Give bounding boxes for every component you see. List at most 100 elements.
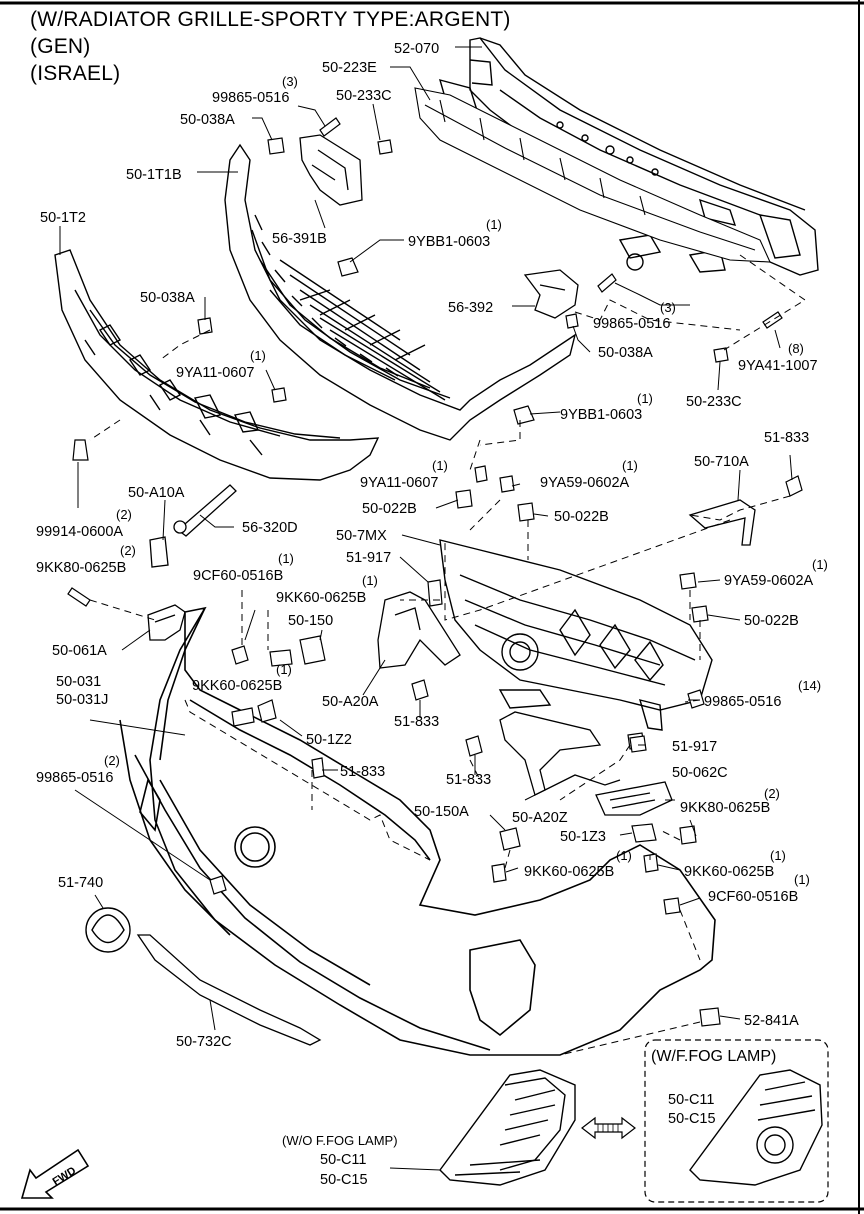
part-label: 50-710A [694,454,749,470]
part-label: 50-038A [598,345,653,361]
part-label: 50-1T1B [126,167,182,183]
qty-label: (1) [276,662,292,677]
part-label: 50-C11 [668,1092,714,1108]
qty-label: (8) [788,341,804,356]
part-label: 9YA11-0607 [360,475,438,491]
qty-label: (1) [250,348,266,363]
part-label: 51-833 [394,714,439,730]
part-label: 50-7MX [336,528,387,544]
part-label: 9CF60-0516B [708,889,798,905]
lower-spoiler [136,934,322,1046]
part-label: 9YBB1-0603 [560,407,642,423]
part-label: 50-022B [554,509,609,525]
double-arrow-icon [581,1116,636,1140]
part-label: 50-031 [56,674,101,690]
part-label: 56-392 [448,300,493,316]
part-label: 51-917 [346,550,391,566]
bumper-reinforcement [438,37,819,276]
part-label: 52-070 [394,41,439,57]
grille-carrier [439,539,713,731]
bracket-50-061a [147,604,186,641]
qty-label: (2) [120,543,136,558]
part-label: 51-833 [764,430,809,446]
part-label: 50-022B [744,613,799,629]
fog-bezel-without-lamp [439,1069,576,1186]
part-label: 99865-0516 [212,90,289,106]
bracket-50-710a [688,499,756,546]
qty-label: (1) [794,872,810,887]
part-label: 50-C15 [668,1111,716,1127]
tow-hook [173,484,237,537]
part-label: 50-150A [414,804,469,820]
part-label: 50-C15 [320,1172,368,1188]
grille-lower [54,249,380,481]
part-label: 50-A20A [322,694,379,710]
part-label: 9YA41-1007 [738,358,818,374]
part-label: 9CF60-0516B [193,568,283,584]
bracket-50-a20z [499,711,621,796]
part-label: 50-061A [52,643,107,659]
part-label: 50-223E [322,60,377,76]
part-label: 99865-0516 [704,694,781,710]
part-label: 9KK60-0625B [684,864,774,880]
part-label: 51-833 [340,764,385,780]
part-label: 50-233C [336,88,392,104]
header-line-2: (GEN) [30,35,91,58]
part-label: 9YA11-0607 [176,365,254,381]
bracket-56-391b [299,134,363,206]
emblem [85,907,131,953]
bracket-50-062c [595,781,673,816]
part-label: 9KK80-0625B [680,800,770,816]
part-label: 99865-0516 [593,316,670,332]
qty-label: (1) [278,551,294,566]
part-label: 50-022B [362,501,417,517]
part-label: 9KK60-0625B [192,678,282,694]
leader-lines [59,46,793,1171]
part-label: 9YA59-0602A [724,573,814,589]
part-label: 50-038A [180,112,235,128]
part-label: 50-062C [672,765,728,781]
part-label: 50-1T2 [40,210,86,226]
qty-label: (14) [798,678,821,693]
part-label: 9KK60-0625B [276,590,366,606]
part-label: 99865-0516 [36,770,113,786]
qty-label: (1) [432,458,448,473]
energy-absorber [414,87,771,263]
part-label: 50-1Z2 [306,732,352,748]
part-label: 50-732C [176,1034,232,1050]
part-label: 51-833 [446,772,491,788]
part-labels: 52-070 50-223E (3) 99865-0516 50-233C 50… [36,41,828,1188]
part-label: 50-C11 [320,1152,366,1168]
header-line-1: (W/RADIATOR GRILLE-SPORTY TYPE:ARGENT) [30,8,511,31]
grille-frame-upper [224,143,577,441]
qty-label: (2) [764,786,780,801]
fwd-arrow-icon: FWD [20,1148,90,1199]
part-label: 56-320D [242,520,298,536]
qty-label: (1) [622,458,638,473]
part-label: 9YBB1-0603 [408,234,490,250]
note-without-fog-lamp: (W/O F.FOG LAMP) [282,1133,398,1148]
part-label: 50-1Z3 [560,829,606,845]
qty-label: (1) [362,573,378,588]
bracket-50-a20a [377,591,461,669]
qty-label: (3) [660,300,676,315]
qty-label: (1) [616,848,632,863]
qty-label: (1) [770,848,786,863]
bracket-56-392 [523,269,579,319]
guide-lines [89,254,806,1056]
qty-label: (1) [486,217,502,232]
fog-lamp-option-box [644,1039,829,1203]
part-label: 9KK60-0625B [524,864,614,880]
part-label: 51-917 [672,739,717,755]
part-label: 9KK80-0625B [36,560,126,576]
qty-label: (2) [116,507,132,522]
qty-label: (2) [104,753,120,768]
part-label: 50-233C [686,394,742,410]
part-label: 50-A10A [128,485,185,501]
part-label: 50-031J [56,692,108,708]
part-label: 9YA59-0602A [540,475,630,491]
part-label: 99914-0600A [36,524,123,540]
part-label: 52-841A [744,1013,799,1029]
tow-hook-cover [149,536,169,568]
